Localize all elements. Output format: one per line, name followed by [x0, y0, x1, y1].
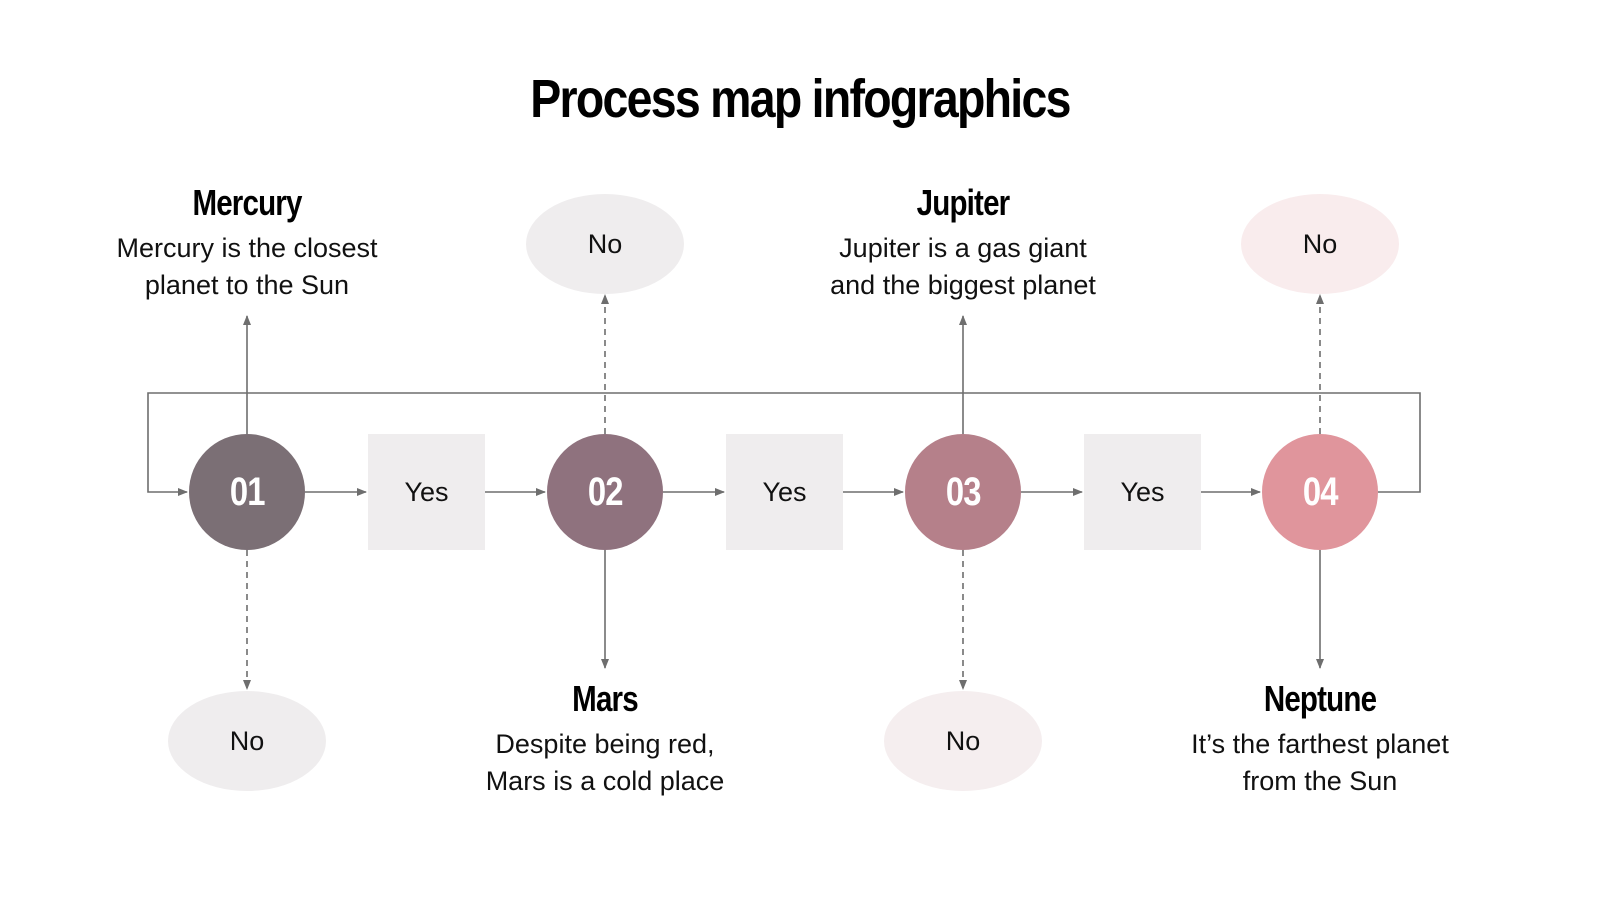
step-number: 04 [1302, 469, 1339, 514]
label-description-line1: Mercury is the closest [116, 233, 378, 263]
label-mercury: Mercury Mercury is the closest planet to… [77, 182, 417, 304]
label-mars: Mars Despite being red, Mars is a cold p… [435, 678, 775, 800]
label-heading: Mercury [192, 182, 302, 223]
label-heading: Mars [572, 678, 638, 719]
label-description-line2: Mars is a cold place [485, 766, 725, 796]
step-circle-03: 03 [905, 434, 1021, 550]
label-jupiter: Jupiter Jupiter is a gas giant and the b… [793, 182, 1133, 304]
label-description-line2: planet to the Sun [144, 270, 350, 300]
label-description-line2: from the Sun [1242, 766, 1398, 796]
no-node-02: No [526, 194, 684, 294]
step-circle-01: 01 [189, 434, 305, 550]
loop-back-connector [147, 392, 1421, 496]
step-number: 02 [587, 469, 624, 514]
no-node-04: No [1241, 194, 1399, 294]
no-node-03: No [884, 691, 1042, 791]
step-number: 01 [229, 469, 266, 514]
page-title: Process map infographics [530, 69, 1071, 129]
yes-box-3: Yes [1084, 434, 1201, 550]
label-description-line1: It’s the farthest planet [1191, 729, 1449, 759]
label-description-line1: Jupiter is a gas giant [839, 233, 1087, 263]
label-heading: Neptune [1263, 678, 1377, 719]
label-description-line1: Despite being red, [495, 729, 715, 759]
label-neptune: Neptune It’s the farthest planet from th… [1150, 678, 1490, 800]
yes-box-2: Yes [726, 434, 843, 550]
step-circle-02: 02 [547, 434, 663, 550]
yes-box-1: Yes [368, 434, 485, 550]
label-heading: Jupiter [916, 182, 1011, 223]
label-description-line2: and the biggest planet [830, 270, 1096, 300]
step-number: 03 [945, 469, 982, 514]
no-node-01: No [168, 691, 326, 791]
step-circle-04: 04 [1262, 434, 1378, 550]
